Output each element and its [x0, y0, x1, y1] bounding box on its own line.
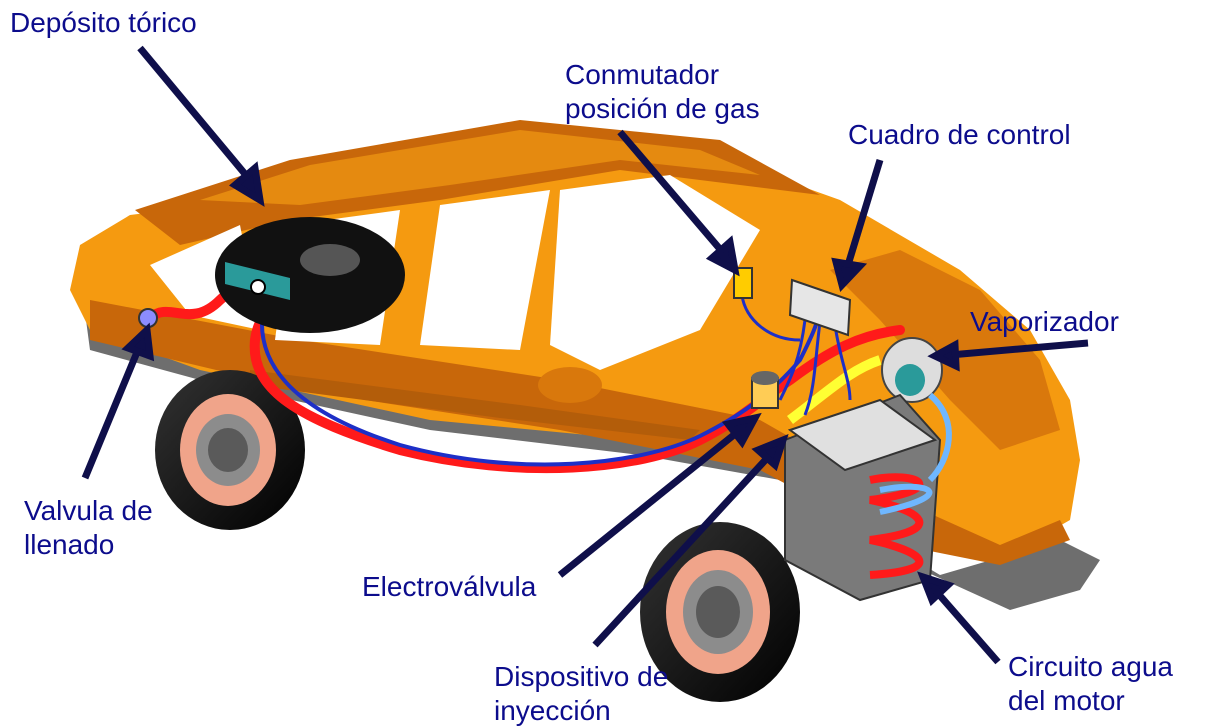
label-arrows — [81, 45, 1089, 665]
rear-wheel — [155, 370, 305, 530]
label-conmutador: Conmutador posición de gas — [565, 58, 760, 126]
label-text: inyección — [494, 695, 611, 726]
label-text: Electroválvula — [362, 571, 537, 602]
vaporizer — [881, 337, 943, 403]
label-dispositivo-inyeccion: Dispositivo de inyección — [494, 660, 668, 728]
label-cuadro-control: Cuadro de control — [848, 118, 1071, 152]
switch-wire — [740, 294, 801, 342]
water-line — [927, 392, 952, 483]
front-door-window — [420, 190, 550, 350]
label-text: posición de gas — [565, 93, 760, 124]
label-circuito-agua: Circuito agua del motor — [1008, 650, 1173, 718]
engine-block — [784, 393, 942, 602]
gas-line — [786, 355, 882, 424]
toroidal-tank — [215, 217, 405, 333]
windshield — [550, 175, 760, 370]
door-handle — [538, 367, 602, 403]
label-text: Vaporizador — [970, 306, 1119, 337]
wire-line — [259, 299, 822, 467]
label-text: Valvula de — [24, 495, 153, 526]
front-wheel — [640, 522, 800, 702]
electrovalve — [751, 371, 779, 409]
label-text: Circuito agua — [1008, 651, 1173, 682]
label-text: llenado — [24, 529, 115, 560]
car-door-trim — [250, 370, 700, 440]
label-text: Conmutador — [565, 59, 720, 90]
label-text: Dispositivo de — [494, 661, 669, 692]
label-text: Cuadro de control — [848, 119, 1071, 150]
control-panel — [788, 278, 852, 337]
label-deposito-torico: Depósito tórico — [10, 6, 197, 40]
label-electrovalvula: Electroválvula — [362, 570, 536, 604]
car-roof-top — [200, 130, 760, 205]
label-text: del motor — [1008, 685, 1125, 716]
label-valvula-llenado: Valvula de llenado — [24, 494, 153, 562]
label-vaporizador: Vaporizador — [970, 305, 1119, 339]
label-text: Depósito tórico — [10, 7, 197, 38]
panel-wires — [778, 319, 852, 416]
